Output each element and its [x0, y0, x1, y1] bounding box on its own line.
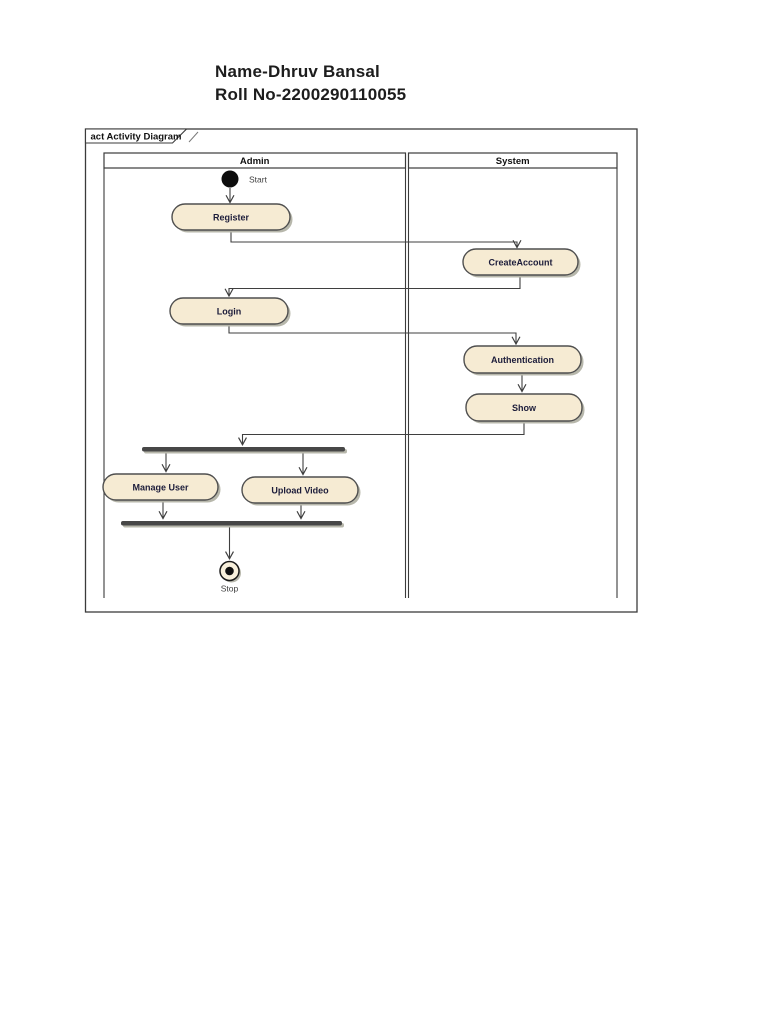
activity-uploadvideo-label: Upload Video: [271, 486, 329, 496]
node-body: [169, 297, 289, 325]
activity-register-node: Register: [171, 203, 293, 233]
frame-tab-label: act Activity Diagram: [91, 132, 182, 143]
final-node: [219, 560, 241, 583]
activity-register-label: Register: [213, 213, 250, 223]
bar-body: [142, 447, 345, 452]
swimlane-system-header: [407, 152, 618, 169]
diagram-frame: [84, 128, 638, 613]
node-body: [102, 473, 219, 501]
edge-login-authentication: [228, 324, 521, 346]
activity-createaccount-label: CreateAccount: [488, 258, 552, 268]
swimlane-borders: [103, 168, 618, 598]
start-node: [221, 170, 239, 188]
activity-authentication-node: Authentication: [463, 345, 584, 376]
bar-body: [121, 521, 342, 526]
edge-createaccount-login: [224, 275, 521, 298]
swimlane-admin-header: [103, 152, 407, 169]
activity-login-node: Login: [169, 297, 291, 327]
node-body: [463, 345, 582, 374]
start-label: Start: [249, 175, 268, 185]
roll-number-line: Roll No-2200290110055: [215, 85, 407, 104]
swimlane-system-label: System: [496, 156, 530, 167]
final-node-dot: [225, 566, 234, 576]
frame-tab-notch: [188, 131, 199, 143]
edge-show-fork: [238, 421, 525, 447]
node-body: [462, 248, 579, 276]
swimlane-admin-label: Admin: [240, 156, 270, 167]
frame-tab: [84, 128, 188, 144]
node-body: [465, 393, 583, 422]
activity-show-node: Show: [465, 393, 585, 424]
document-header: Name-Dhruv Bansal Roll No-2200290110055: [215, 60, 406, 106]
edge-register-createaccount: [230, 230, 522, 249]
activity-authentication-label: Authentication: [491, 355, 554, 365]
student-name-line: Name-Dhruv Bansal: [215, 62, 380, 81]
node-body: [241, 476, 359, 504]
activity-login-label: Login: [217, 307, 242, 317]
activity-uploadvideo-node: Upload Video: [241, 476, 361, 506]
fork-bar: [142, 447, 347, 454]
join-bar: [121, 521, 344, 528]
activity-createaccount-node: CreateAccount: [462, 248, 581, 278]
connectors: [158, 188, 527, 561]
stop-label: Stop: [221, 584, 239, 594]
activity-manageuser-node: Manage User: [102, 473, 221, 503]
node-body: [171, 203, 291, 231]
activity-show-label: Show: [512, 403, 537, 413]
activity-manageuser-label: Manage User: [132, 483, 189, 493]
